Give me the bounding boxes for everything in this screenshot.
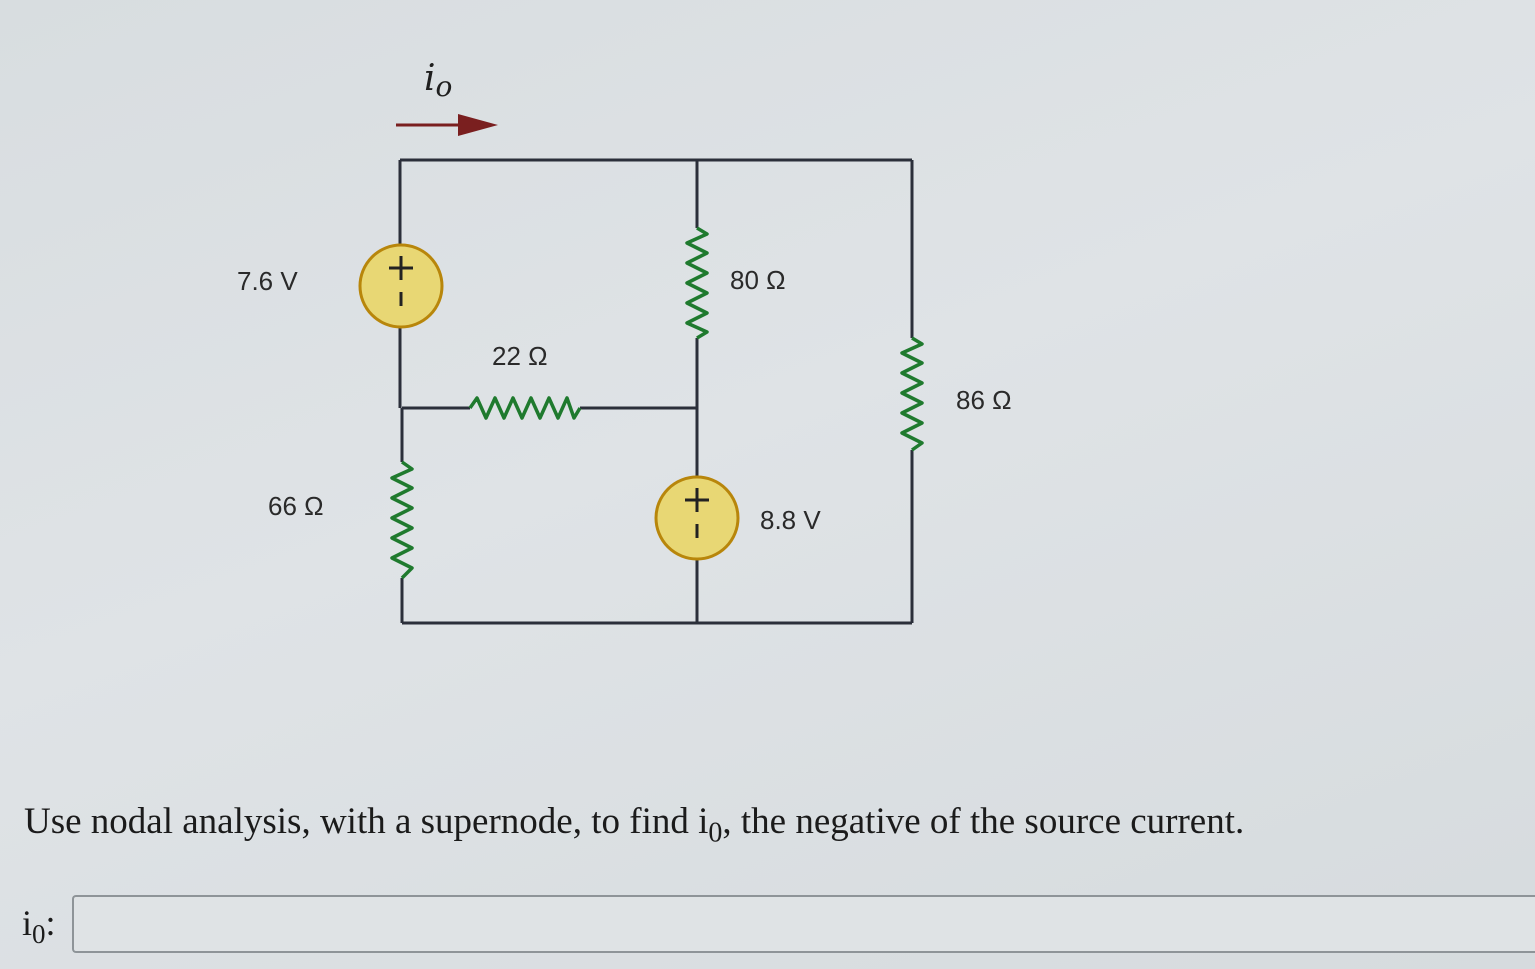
current-label: io (424, 58, 452, 103)
current-arrow-icon (396, 114, 498, 136)
resistor-86-icon (900, 336, 924, 452)
resistor-80-value: 80 Ω (730, 265, 786, 295)
wires (398, 158, 914, 625)
question-text: Use nodal analysis, with a supernode, to… (24, 800, 1244, 849)
circuit-diagram: io 7.6 V 8.8 V 66 Ω 22 Ω 80 Ω 86 Ω (237, 58, 1012, 625)
source-right-value: 8.8 V (760, 505, 821, 535)
resistor-66-value: 66 Ω (268, 491, 324, 521)
resistor-22-value: 22 Ω (492, 341, 548, 371)
resistor-80-icon (685, 226, 709, 340)
resistor-86-value: 86 Ω (956, 385, 1012, 415)
question-sub: 0 (708, 817, 723, 849)
answer-label: i0: (22, 903, 56, 950)
answer-label-sub: 0 (32, 919, 46, 950)
source-left-value: 7.6 V (237, 266, 298, 296)
question-before: Use nodal analysis, with a supernode, to… (24, 801, 709, 842)
resistor-22-icon (468, 396, 582, 420)
answer-input[interactable] (72, 895, 1535, 953)
voltage-source-right-icon (654, 475, 740, 561)
question-after: , the negative of the source current. (722, 801, 1245, 842)
resistor-66-icon (390, 460, 414, 580)
voltage-source-left-icon (358, 243, 444, 329)
